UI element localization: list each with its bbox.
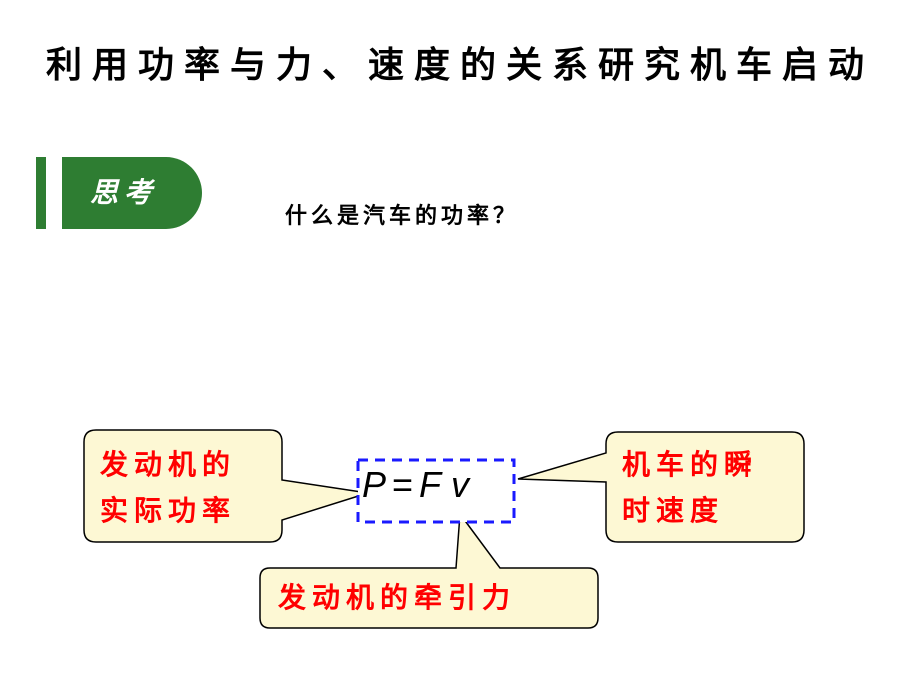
callout-speed-bubble [517, 431, 805, 543]
question-text: 什么是汽车的功率？ [285, 204, 520, 229]
callout-power-bubble [83, 429, 369, 543]
callout-power-line2: 实际功率 [100, 494, 237, 527]
callout-power-text: 发动机的 实际功率 [100, 442, 236, 534]
formula-force-symbol: F [419, 464, 442, 505]
callout-force-line1: 发动机的牵引力 [278, 581, 517, 614]
callout-speed-text: 机车的瞬 时速度 [622, 442, 758, 534]
callout-power-line1: 发动机的 [100, 448, 237, 481]
callout-force-bubble [259, 511, 599, 629]
think-tab: 思考 [62, 157, 202, 229]
callout-force-text: 发动机的牵引力 [278, 575, 516, 621]
callout-speed-line1: 机车的瞬 [622, 448, 759, 481]
formula-speed-symbol: v [451, 464, 470, 505]
callout-speed-line2: 时速度 [622, 494, 725, 527]
slide-title: 利用功率与力、速度的关系研究机车启动 [45, 45, 874, 86]
formula-equals: = [392, 464, 414, 505]
think-accent-bar [36, 157, 46, 229]
formula-frame [356, 458, 516, 524]
formula-power-symbol: P [362, 464, 387, 505]
